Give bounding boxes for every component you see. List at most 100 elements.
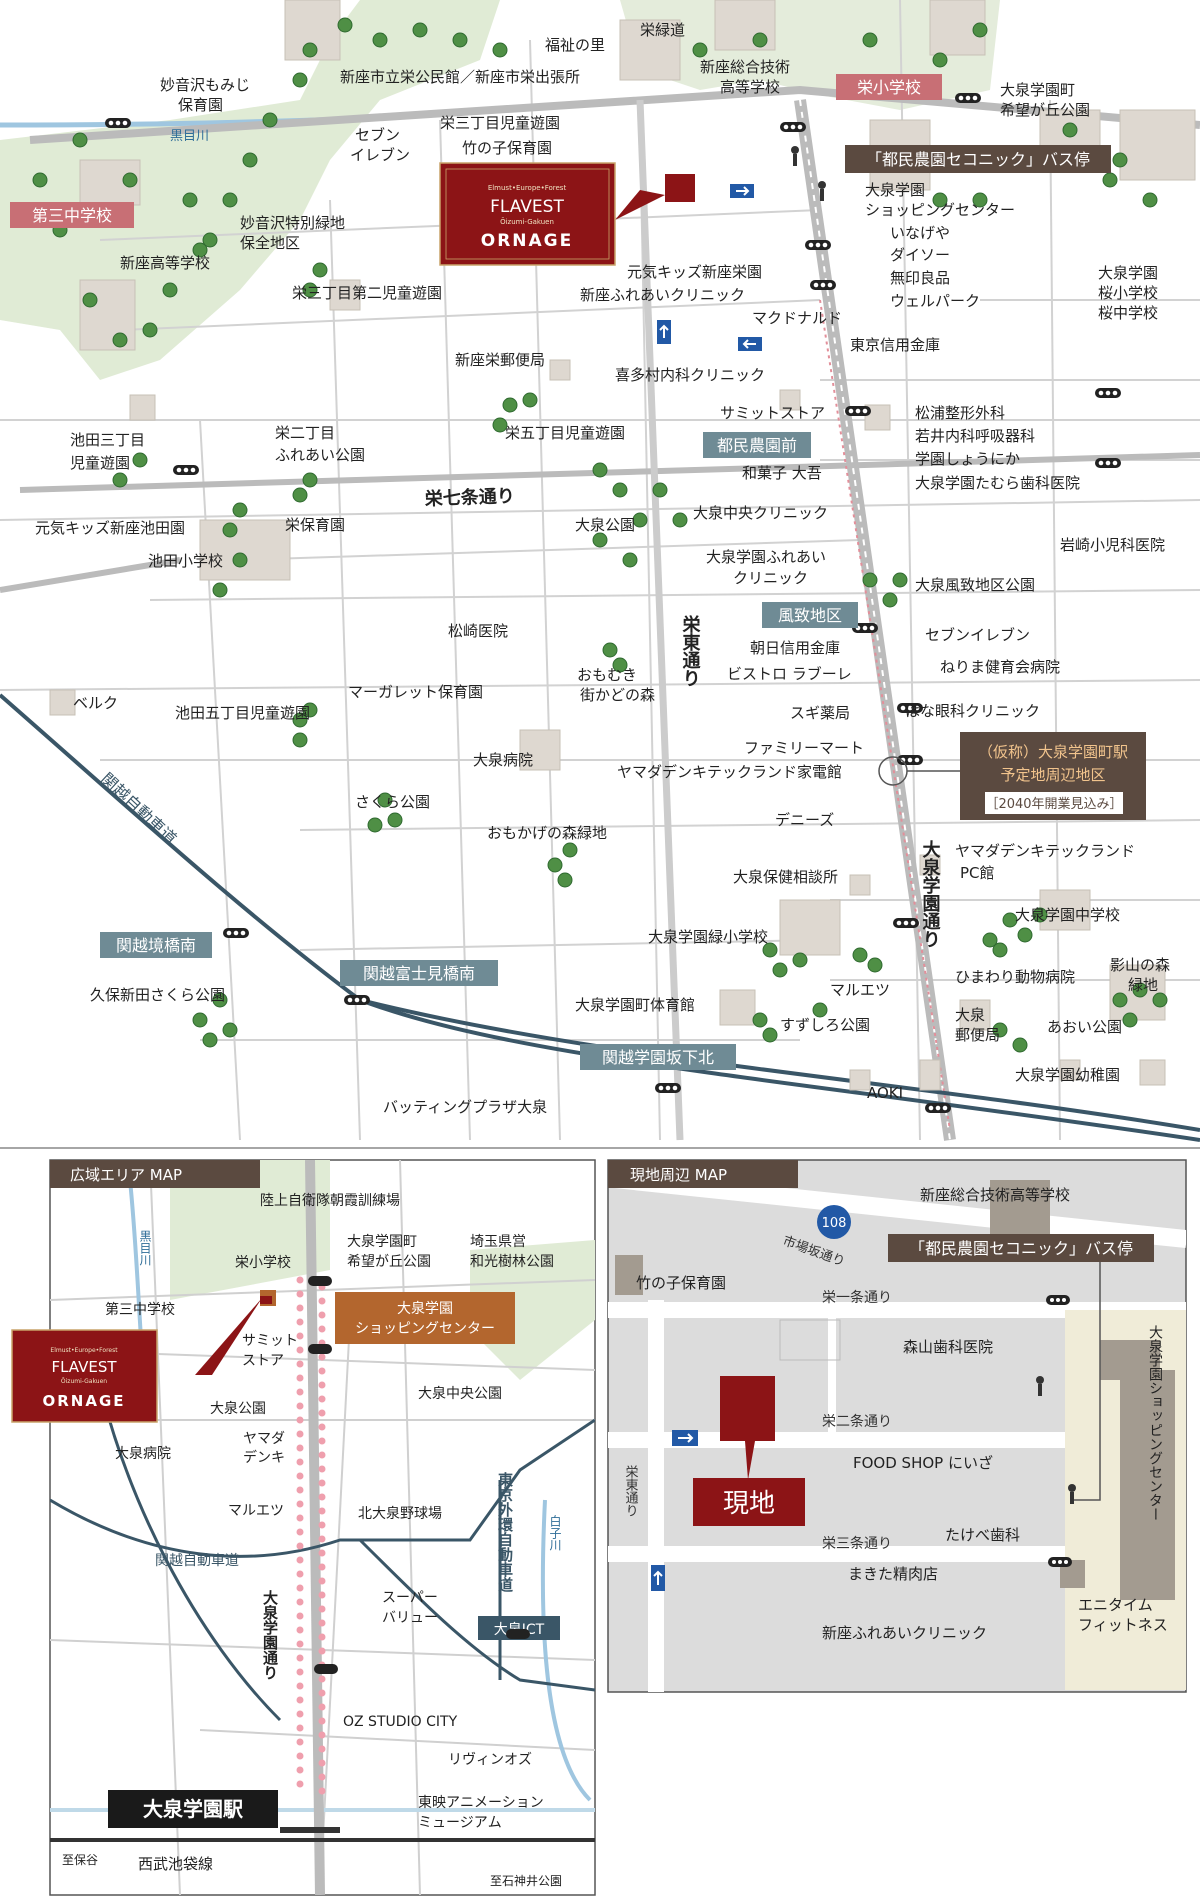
local-place-takebe: たけべ歯科 <box>945 1526 1020 1544</box>
local-bus-icon-1 <box>1036 1376 1044 1384</box>
place-label-omokage: おもかげの森緑地 <box>487 824 607 842</box>
wide-place-marueki: マルエツ <box>228 1503 284 1519</box>
wide-shiroko-label: 白子川 <box>548 1514 562 1551</box>
main-place-labels: 栄緑道福祉の里新座総合技術高等学校新座市立栄公民館／新座市栄出張所妙音沢もみじ保… <box>35 21 1170 1116</box>
kanetsu-sakaibashi-tag: 関越境橋南 <box>116 936 196 955</box>
plan-title: （仮称）大泉学園町駅 <box>978 743 1128 761</box>
place-label-shinza-post: 新座栄郵便局 <box>455 351 545 369</box>
place-label-nerima: ねりま健育会病院 <box>940 658 1060 676</box>
wide-kanetsu-label: 関越自動車道 <box>155 1552 239 1569</box>
kanetsu-expressway <box>0 693 1200 1142</box>
direction-arrows <box>657 184 762 351</box>
place-label-sakura-sho1: 大泉学園 <box>1098 264 1158 282</box>
place-label-muji: 無印良品 <box>890 269 950 287</box>
wide-place-super1: スーパー <box>382 1590 438 1606</box>
place-label-fureai: 新座ふれあいクリニック <box>580 286 745 304</box>
wide-place-chuo-park: 大泉中央公園 <box>418 1385 502 1402</box>
place-label-myoonsawa1: 妙音沢もみじ <box>160 76 250 94</box>
local-map-title-bg <box>608 1160 798 1188</box>
place-label-ikeda3-2: 児童遊園 <box>70 454 130 472</box>
local-sc-label: 大泉学園ショッピングセンター <box>1147 1325 1163 1521</box>
place-label-suzushiro: すずしろ公園 <box>780 1016 870 1034</box>
wide-gakuen-dori-label: 大泉学園通り <box>261 1589 279 1680</box>
road-west <box>0 557 181 593</box>
bus-stop-icon <box>791 146 826 201</box>
planned-station-tag: （仮称）大泉学園町駅 予定地周辺地区 ［2040年開業見込み］ <box>878 732 1146 820</box>
wide-place-kitayakyu: 北大泉野球場 <box>358 1505 442 1522</box>
place-label-sakae2-2: ふれあい公園 <box>275 446 365 464</box>
place-label-tamura: 大泉学園たむら歯科医院 <box>915 474 1080 492</box>
place-label-ikeda3-1: 池田三丁目 <box>70 431 145 449</box>
kanetsu-fujimi-tag: 関越富士見橋南 <box>363 964 475 983</box>
local-site-tag <box>693 1478 805 1526</box>
place-label-kageyama1: 影山の森 <box>1110 956 1170 974</box>
wide-sc-line2: ショッピングセンター <box>355 1321 495 1337</box>
local-site-label: 現地 <box>723 1489 775 1519</box>
place-label-takenoko: 竹の子保育園 <box>462 139 552 157</box>
fuchi-tag: 風致地区 <box>778 606 842 625</box>
road-label-sakaehigashi: 栄東通り <box>680 614 702 687</box>
wide-place-toei1: 東映アニメーション <box>418 1795 544 1811</box>
place-label-taiikukan: 大泉学園町体育館 <box>575 996 695 1014</box>
wide-place-gakuen-cho2: 希望が丘公園 <box>347 1254 431 1270</box>
place-label-sakura-sho3: 桜中学校 <box>1098 304 1158 322</box>
place-label-shinzahs: 新座高等学校 <box>120 254 210 272</box>
brand-tagline: Elmust•Europe•Forest <box>488 184 567 192</box>
wide-place-yamada1: ヤマダ <box>243 1431 285 1447</box>
local-place-anytime2: フィットネス <box>1078 1616 1168 1634</box>
place-label-sugi: スギ薬局 <box>790 704 850 722</box>
wide-place-super2: バリュー <box>382 1610 438 1626</box>
wide-callout-pointer <box>195 1298 262 1375</box>
wide-place-dai3: 第三中学校 <box>105 1301 175 1318</box>
place-label-margaret: マーガレット保育園 <box>348 683 483 701</box>
local-place-anytime1: エニタイム <box>1078 1596 1153 1614</box>
plan-title2: 予定地周辺地区 <box>1000 766 1105 784</box>
wide-place-oizumi-park: 大泉公園 <box>210 1400 266 1417</box>
brand-name2-wide: ORNAGE <box>42 1392 125 1410</box>
local-place-sogo: 新座総合技術高等学校 <box>920 1186 1070 1204</box>
local-place-makita: まきた精肉店 <box>848 1565 938 1583</box>
brand-callout-pointer <box>615 190 665 220</box>
place-label-wagashi: 和菓子 大吾 <box>742 464 822 482</box>
wide-place-saitama2: 和光樹林公園 <box>470 1254 554 1270</box>
tokyo-noen-mae-tag: 都民農園前 <box>717 436 797 455</box>
place-label-sakae3park: 栄三丁目児童遊園 <box>440 114 560 132</box>
brand-name2: ORNAGE <box>481 231 574 251</box>
road-label-oizumigakuen: 大泉学園通り <box>920 839 941 948</box>
local-road-ichijo: 栄一条通り <box>822 1289 892 1306</box>
place-label-chuoclinic: 大泉中央クリニック <box>693 504 828 522</box>
wide-station-label: 大泉学園駅 <box>143 1797 243 1821</box>
place-label-shinzasogo2: 高等学校 <box>720 78 780 96</box>
brand-name: FLAVEST <box>490 197 564 217</box>
brand-name-wide: FLAVEST <box>51 1358 117 1376</box>
place-label-omomuki2: 街かどの森 <box>580 686 655 704</box>
wide-map-title-bg <box>50 1160 260 1188</box>
brand-tagline-wide: Elmust•Europe•Forest <box>50 1347 118 1354</box>
road-sakaehigashi <box>636 99 684 1141</box>
place-label-kageyama2: 緑地 <box>1128 976 1158 994</box>
local-road-sakaehigashi: 栄東通り <box>623 1465 639 1517</box>
wide-place-toei2: ミュージアム <box>418 1815 502 1831</box>
local-map-title: 現地周辺 MAP <box>630 1166 727 1184</box>
place-label-midori-sho: 大泉学園緑小学校 <box>648 928 768 946</box>
river-label-kurome: 黒目川 <box>170 129 209 144</box>
place-label-mcd: マクドナルド <box>752 309 842 327</box>
dai3-tag: 第三中学校 <box>32 206 112 225</box>
station-highlight-tags: 第三中学校 栄小学校 都民農園前 風致地区 関越境橋南 関越富士見橋南 関越学園… <box>10 74 942 1070</box>
brand-sub-wide: Ōizumi-Gakuen <box>61 1378 107 1385</box>
wide-place-yamada2: デンキ <box>243 1449 285 1466</box>
local-bus-tag <box>888 1234 1154 1262</box>
local-bus-icon-2 <box>1068 1484 1076 1492</box>
place-label-gakuen-cho1: 大泉学園町 <box>1000 81 1075 99</box>
brand-logo-main: Elmust•Europe•Forest FLAVEST Ōizumi-Gaku… <box>439 162 616 266</box>
place-label-batting: バッティングプラザ大泉 <box>383 1098 547 1116</box>
wide-place-saitama1: 埼玉県営 <box>470 1234 526 1250</box>
kanetsu-gakuen-tag: 関越学園坂下北 <box>602 1048 714 1067</box>
place-label-sakaeryokudo: 栄緑道 <box>640 21 685 39</box>
place-label-asahi: 朝日信用金庫 <box>750 639 840 657</box>
wide-place-rivin: リヴィンオズ <box>448 1751 532 1768</box>
brand-logo-wide: Elmust•Europe•Forest FLAVEST Ōizumi-Gaku… <box>11 1329 158 1423</box>
place-label-gakuen-cho2: 希望が丘公園 <box>1000 101 1090 119</box>
